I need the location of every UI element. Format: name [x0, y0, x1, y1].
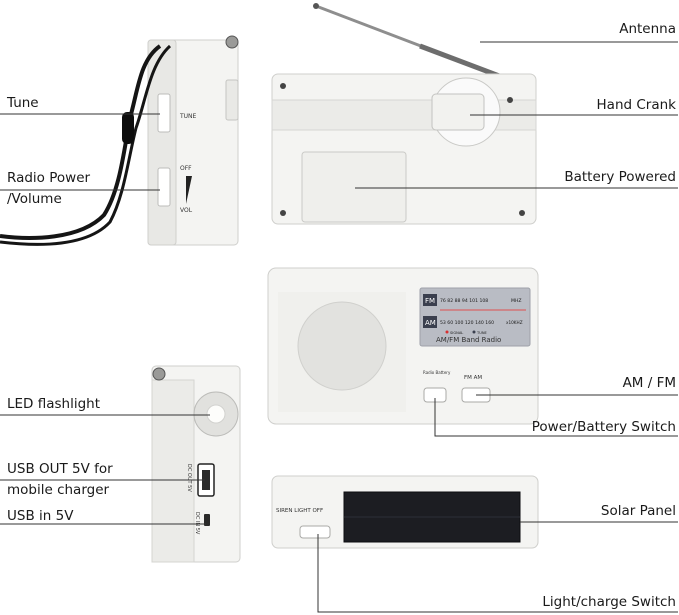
screw	[507, 97, 513, 103]
antenna-knob	[225, 35, 239, 49]
dial-am-scale: 53 60 100 120 140 160	[440, 320, 494, 326]
tune-wheel	[157, 93, 171, 133]
label-radio-power-line1: Radio Power	[7, 170, 91, 186]
usb-in-port	[204, 514, 210, 526]
label-usb-out-line1: USB OUT 5V for	[7, 461, 113, 477]
lanyard-strap	[0, 44, 162, 240]
screw	[280, 83, 286, 89]
switch-right-caption: FM AM	[464, 375, 482, 381]
dial-indicator-right: TUNE	[476, 331, 488, 335]
label-usb-out: USB OUT 5V for mobile charger	[7, 461, 113, 499]
leader-power-battery	[434, 398, 678, 437]
label-solar-panel: Solar Panel	[600, 503, 676, 519]
volume-wedge	[186, 176, 192, 204]
battery-door	[301, 151, 407, 223]
led-flashlight-bulb	[206, 404, 226, 424]
back-view	[271, 3, 537, 225]
leader-lines	[0, 41, 678, 613]
label-hand-crank: Hand Crank	[596, 97, 676, 113]
hand-crank-handle	[431, 93, 485, 131]
label-am-fm: AM / FM	[622, 375, 676, 391]
label-tune: Tune	[7, 95, 39, 111]
side-off-text: OFF	[180, 165, 192, 172]
dial-indicator-left: SIGNAL	[450, 331, 463, 335]
switch-left-caption: Radio Battery	[423, 370, 451, 375]
usb-out-port-slot	[202, 470, 210, 490]
top-view: SIREN LIGHT OFF	[271, 475, 539, 549]
label-led-flashlight: LED flashlight	[7, 396, 101, 412]
screw	[280, 210, 286, 216]
usb-out-port-text: DC OUT 5V	[186, 464, 192, 492]
speaker-grille	[297, 301, 387, 391]
label-power-battery-switch: Power/Battery Switch	[531, 419, 676, 435]
usb-in-port-text: DC IN 5V	[194, 512, 200, 535]
light-charge-switch	[299, 525, 331, 539]
antenna-knob	[152, 367, 166, 381]
label-antenna: Antenna	[619, 21, 676, 37]
side-view-ports: DC OUT 5V DC IN 5V	[151, 365, 241, 563]
front-view: FM AM 76 82 88 94 101 108 MHZ 53 60 100 …	[267, 267, 539, 425]
signal-led	[445, 330, 449, 334]
antenna-tip	[313, 3, 319, 9]
side-tune-text: TUNE	[179, 113, 197, 120]
dial-am-unit: x10KHZ	[506, 320, 523, 325]
dial-fm-scale: 76 82 88 94 101 108	[440, 298, 488, 304]
am-badge	[423, 316, 437, 328]
port-side-strip	[151, 379, 195, 563]
dial-fm-band: FM	[425, 297, 435, 305]
screw	[519, 210, 525, 216]
side-view-controls: TUNE OFF VOL	[0, 35, 239, 246]
label-light-charge-switch: Light/charge Switch	[542, 594, 676, 610]
volume-wheel	[157, 167, 171, 207]
label-usb-in: USB in 5V	[7, 508, 74, 524]
side-vol-text: VOL	[180, 207, 193, 214]
lanyard-strap-back	[0, 44, 172, 246]
lanyard-clip	[122, 112, 134, 144]
dial-am-band: AM	[425, 319, 436, 327]
label-radio-power: Radio Power /Volume	[7, 170, 90, 208]
light-switch-caption: SIREN LIGHT OFF	[276, 508, 323, 514]
leader-light-charge	[317, 534, 678, 613]
label-battery-powered: Battery Powered	[564, 169, 676, 185]
label-usb-out-line2: mobile charger	[7, 482, 110, 498]
side-crank-edge	[225, 79, 239, 121]
dial-fm-unit: MHZ	[511, 298, 522, 304]
fm-badge	[423, 294, 437, 306]
band-name: AM/FM Band Radio	[436, 336, 501, 344]
label-radio-power-line2: /Volume	[7, 191, 62, 207]
tune-led	[472, 330, 476, 334]
